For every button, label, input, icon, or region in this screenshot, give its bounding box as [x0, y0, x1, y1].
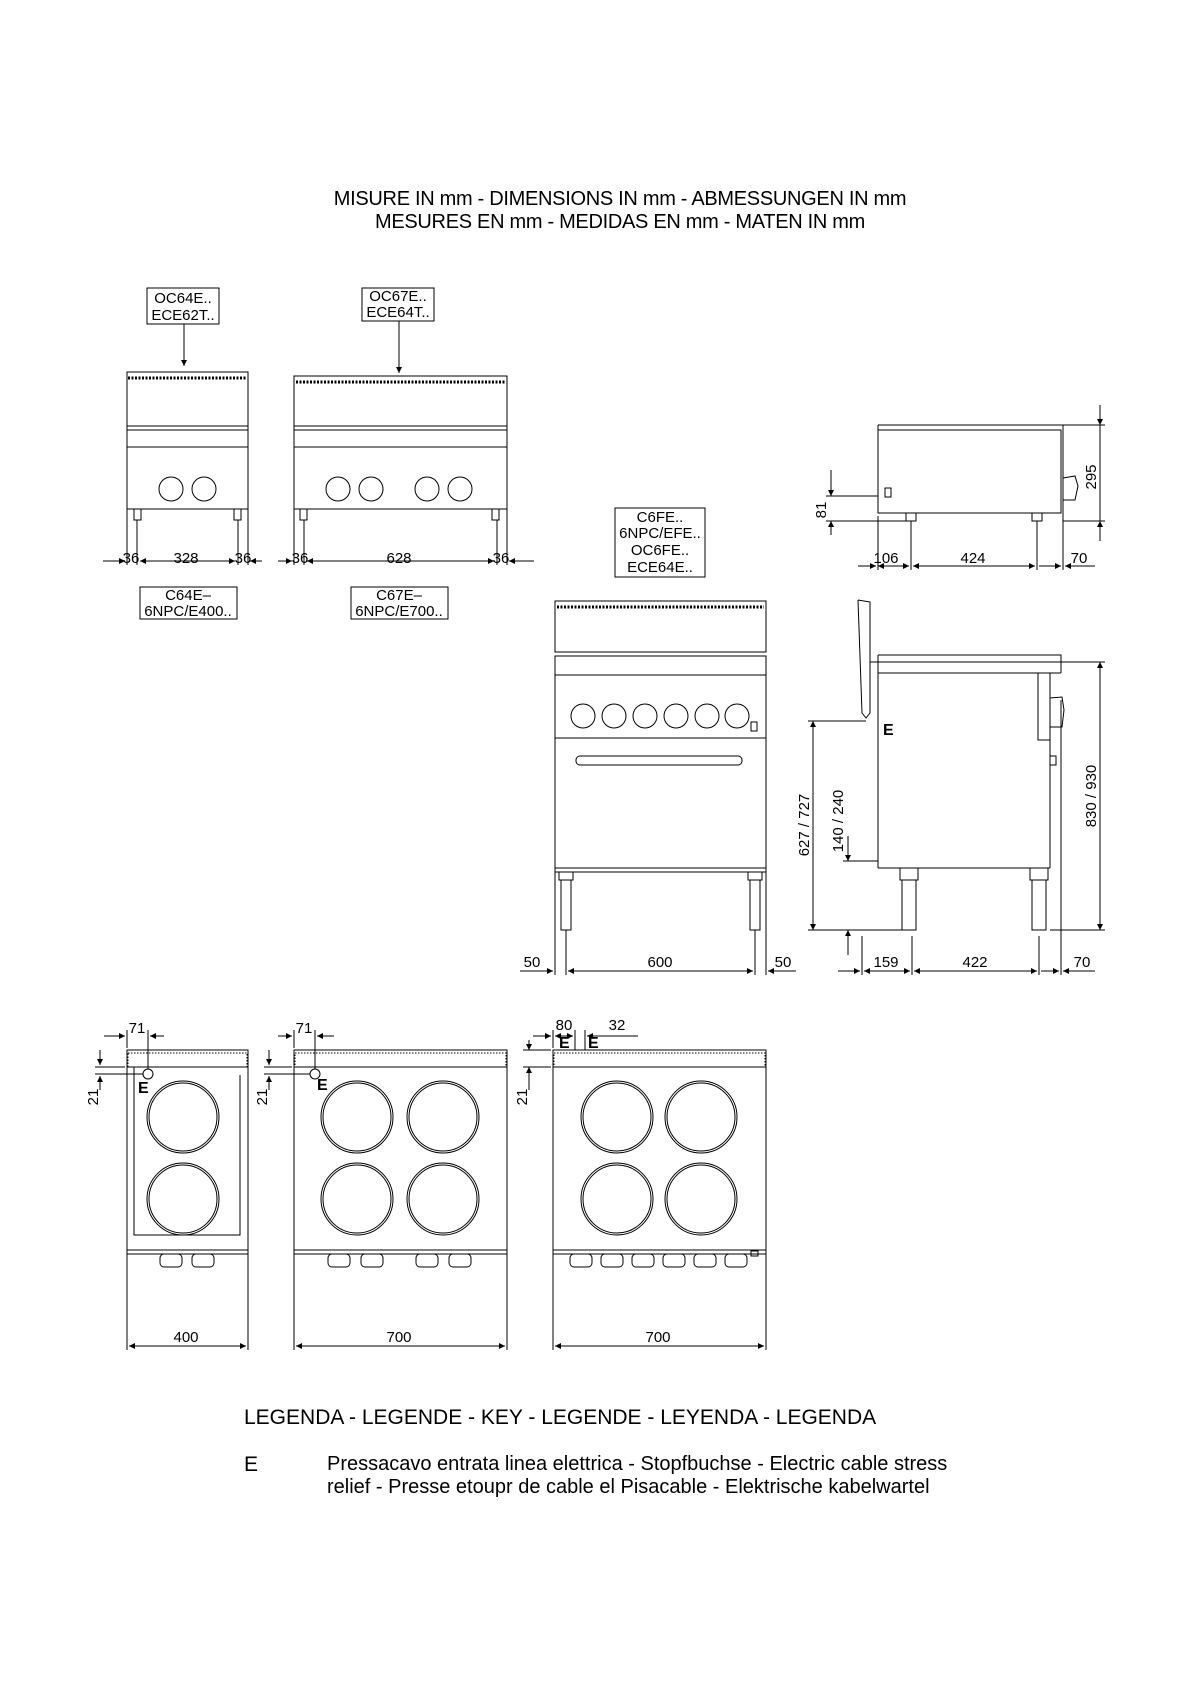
cable-marker-top400: E — [138, 1080, 149, 1097]
top-view-700-oven: 700 80 32 21 E E — [514, 1017, 767, 1350]
dim-top400-offset-y: 21 — [85, 1089, 102, 1106]
label-oc67-line1: OC67E.. — [369, 288, 427, 305]
dim-front400-right: 36 — [235, 550, 252, 567]
dim-front700-left: 36 — [292, 550, 309, 567]
dim-sideoven-right: 70 — [1074, 954, 1091, 971]
label-c6fe-line3: OC6FE.. — [631, 542, 689, 559]
dim-sideoven-oven-height: 627 / 727 — [796, 794, 813, 857]
dim-sideoven-cable-height: 140 / 240 — [830, 790, 847, 853]
label-c6fe-line2: 6NPC/EFE.. — [619, 525, 701, 542]
dim-front700-right: 36 — [493, 550, 510, 567]
dim-frontoven-left: 50 — [524, 954, 541, 971]
label-oc67: OC67E.. ECE64T.. — [361, 287, 435, 373]
dim-top700-offset-x: 71 — [296, 1020, 313, 1037]
front-view-400: 36 328 36 — [103, 371, 262, 567]
top-view-700: 700 71 21 E — [254, 1020, 508, 1350]
legend-title: LEGENDA - LEGENDE - KEY - LEGENDE - LEYE… — [244, 1406, 877, 1429]
legend-key: E — [244, 1453, 259, 1476]
dim-top700-offset-y: 21 — [254, 1089, 271, 1106]
label-oc64-line2: ECE62T.. — [151, 307, 214, 324]
label-c6fe-line1: C6FE.. — [637, 509, 684, 526]
label-c64-line1: C64E– — [165, 587, 212, 604]
dim-front700-width: 628 — [386, 550, 411, 567]
side-view-top: 81 295 106 424 70 — [813, 405, 1105, 570]
front-view-700: 36 628 36 — [278, 375, 534, 567]
dim-top700oven-offset-x2: 32 — [609, 1017, 626, 1034]
dim-top400-offset-x: 71 — [129, 1020, 146, 1037]
dim-front400-left: 36 — [123, 550, 140, 567]
dim-sideoven-left: 159 — [873, 954, 898, 971]
label-c67-line1: C67E– — [376, 587, 423, 604]
top-view-400: 400 71 21 E — [85, 1020, 249, 1350]
label-c6fe: C6FE.. 6NPC/EFE.. OC6FE.. ECE64E.. — [614, 507, 706, 578]
cable-marker-top700: E — [317, 1077, 328, 1094]
side-view-oven: 627 / 727 140 / 240 830 / 930 159 422 70… — [796, 599, 1105, 975]
label-oc64-line1: OC64E.. — [154, 290, 212, 307]
dim-frontoven-width: 600 — [647, 954, 672, 971]
dim-top700oven-offset-y: 21 — [514, 1089, 531, 1106]
label-c64: C64E– 6NPC/E400.. — [139, 586, 238, 620]
dim-sidetop-height: 295 — [1083, 464, 1100, 489]
dim-frontoven-right: 50 — [775, 954, 792, 971]
cable-marker-top700oven-1: E — [559, 1035, 570, 1052]
legend-description: Pressacavo entrata linea elettrica - Sto… — [327, 1453, 948, 1498]
dim-front400-width: 328 — [173, 550, 198, 567]
cable-marker-top700oven-2: E — [588, 1035, 599, 1052]
header-line-2: MESURES EN mm - MEDIDAS EN mm - MATEN IN… — [374, 211, 866, 233]
header-line-1: MISURE IN mm - DIMENSIONS IN mm - ABMESS… — [333, 188, 907, 210]
label-c67: C67E– 6NPC/E700.. — [350, 586, 449, 620]
dim-sideoven-depth: 422 — [962, 954, 987, 971]
dim-top700-width: 700 — [386, 1329, 411, 1346]
dim-sidetop-right: 70 — [1071, 550, 1088, 567]
cable-marker-side: E — [883, 722, 894, 739]
dim-sidetop-foot: 81 — [813, 502, 830, 519]
dim-top400-width: 400 — [173, 1329, 198, 1346]
dim-top700oven-offset-x: 80 — [556, 1017, 573, 1034]
front-view-oven: 50 600 50 — [520, 600, 796, 975]
label-c6fe-line4: ECE64E.. — [627, 559, 693, 576]
dim-top700oven-width: 700 — [645, 1329, 670, 1346]
label-oc64: OC64E.. ECE62T.. — [146, 287, 220, 366]
label-oc67-line2: ECE64T.. — [366, 304, 429, 321]
dim-sidetop-left: 106 — [873, 550, 898, 567]
dim-sideoven-height: 830 / 930 — [1083, 765, 1100, 828]
dim-sidetop-depth: 424 — [960, 550, 985, 567]
label-c67-line2: 6NPC/E700.. — [355, 603, 443, 620]
label-c64-line2: 6NPC/E400.. — [144, 603, 232, 620]
